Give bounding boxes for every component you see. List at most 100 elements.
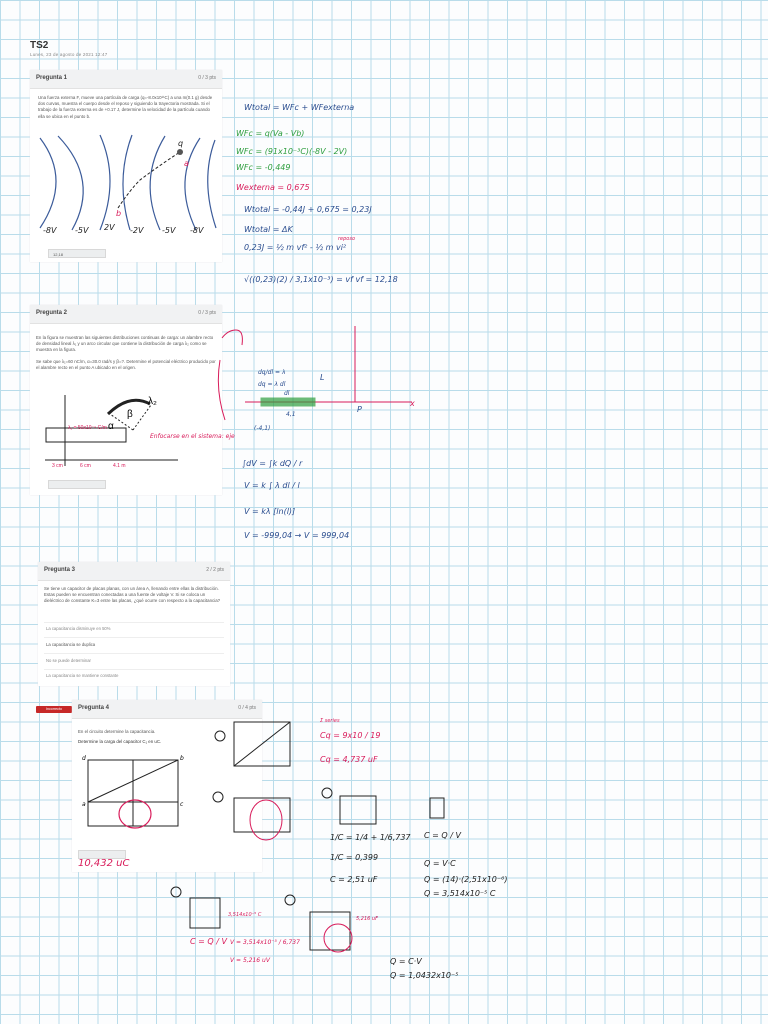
- point-b-label: b: [116, 209, 121, 218]
- work-line: Q = V·C: [424, 859, 456, 868]
- answer-box[interactable]: 12,18: [48, 249, 106, 258]
- annotation-note: Enfocarse en el sistema: eje: [150, 433, 235, 440]
- page-title: TS2: [30, 40, 49, 51]
- work-line: 5,216 uF: [356, 916, 378, 922]
- equipotential-label: -8V: [43, 226, 57, 235]
- charge-distribution-diagram: [45, 395, 178, 466]
- work-q4: Cq = 9x10 / 19 Cq = 4,737 uF Σ series 1/…: [190, 718, 507, 980]
- equipotential-label: -5V: [162, 226, 176, 235]
- question-text: Una fuerza externa F, mueve una partícul…: [38, 95, 213, 119]
- question-points: 2 / 2 pts: [206, 567, 224, 573]
- dimension-label: 6 cm: [80, 463, 91, 469]
- question-points: 0 / 3 pts: [198, 75, 216, 81]
- option-1[interactable]: La capacitancia disminuye en 50%: [46, 626, 111, 631]
- work-line: WFc = q(Va - Vb): [236, 129, 304, 138]
- question-title: Pregunta 3: [44, 567, 76, 573]
- work-line: (-4,1): [254, 425, 270, 432]
- equipotential-label: -8V: [190, 226, 204, 235]
- work-line: dl: [284, 390, 290, 397]
- option-2-selected[interactable]: La capacitancia se duplica: [46, 642, 96, 647]
- answer-box[interactable]: [78, 850, 126, 859]
- work-line: C = Q / V: [424, 831, 461, 840]
- work-line: 4,1: [286, 411, 296, 418]
- work-note: Σ series: [320, 718, 340, 724]
- question-text: En la figura se muestran las siguientes …: [36, 335, 214, 353]
- equipotential-diagram: [39, 134, 217, 231]
- work-line: Q = (14)·(2,51x10⁻⁶): [424, 875, 507, 884]
- dimension-label: 3 cm: [52, 463, 63, 469]
- work-line: 1/C = 0,399: [330, 853, 378, 862]
- work-line: Q = C·V: [390, 957, 422, 966]
- work-line: dq/dl = λ: [258, 369, 286, 376]
- work-line: 1/C = 1/4 + 1/6,737: [330, 833, 411, 842]
- work-line: Wtotal = -0,44J + 0,675 = 0,23J: [244, 205, 372, 214]
- equipotential-label: -5V: [75, 226, 89, 235]
- alpha-label: α: [108, 421, 114, 432]
- node-label: b: [180, 755, 184, 762]
- work-line: P: [357, 405, 362, 414]
- work-line: V = -999,04 → V = 999,04: [244, 531, 349, 540]
- option-4[interactable]: La capacitancia se mantiene constante: [46, 673, 119, 678]
- question-1-card: Pregunta 1 0 / 3 pts Una fuerza externa …: [30, 70, 222, 262]
- work-line: C = Q / V: [190, 937, 227, 946]
- question-header: Pregunta 2 0 / 3 pts: [30, 305, 222, 324]
- question-title: Pregunta 4: [78, 705, 110, 711]
- equipotential-label: 2V: [104, 223, 115, 232]
- question-header: Pregunta 3 2 / 2 pts: [38, 562, 230, 581]
- page-header: TS2 Lunes, 23 de agosto de 2021 12:47: [30, 40, 107, 57]
- work-line: C = 2,51 uF: [330, 875, 378, 884]
- question-points: 0 / 3 pts: [198, 310, 216, 316]
- question-header: Pregunta 4 0 / 4 pts: [72, 700, 262, 719]
- work-line: WFc = (91x10⁻³C)(-8V - 2V): [236, 147, 347, 156]
- dimension-label: 4.1 m: [113, 463, 126, 469]
- work-q2: dq/dl = λ dq = λ dl L dl P x 4,1 (-4,1) …: [242, 369, 415, 540]
- node-label: d: [82, 755, 86, 762]
- work-line: Wexterna = 0,675: [236, 183, 310, 192]
- incorrect-badge: Incorrecto: [36, 706, 72, 713]
- point-q-label: q: [178, 139, 183, 148]
- node-label: a: [82, 801, 86, 808]
- work-line: Cq = 9x10 / 19: [320, 731, 380, 740]
- work-line: V = kλ [ln(l)]: [244, 507, 295, 516]
- circuit-diagram: [87, 759, 179, 829]
- work-line: Q = 1,0432x10⁻⁵: [390, 971, 458, 980]
- point-a-label: a: [184, 159, 189, 168]
- equipotential-label: -2V: [130, 226, 144, 235]
- question-header: Pregunta 1 0 / 3 pts: [30, 70, 222, 89]
- question-3-card: Pregunta 3 2 / 2 pts Se tiene un capacit…: [38, 562, 230, 686]
- work-line: √((0,23)(2) / 3,1x10⁻³) = vf vf = 12,18: [244, 275, 398, 284]
- question-points: 0 / 4 pts: [238, 705, 256, 711]
- lambda1-label: λ₁ = 50x10⁻⁹ C/m: [68, 425, 107, 431]
- page-subtitle: Lunes, 23 de agosto de 2021 12:47: [30, 52, 108, 57]
- final-answer: 10,432 uC: [78, 858, 130, 869]
- work-q2-diagram: [245, 326, 412, 407]
- node-label: c: [180, 801, 184, 808]
- work-note: reposo: [338, 236, 355, 242]
- work-line: x: [409, 399, 415, 408]
- work-line: Q = 3,514x10⁻⁵ C: [424, 889, 496, 898]
- work-line: 0,23J = ½ m vf² - ½ m vi²: [244, 243, 347, 252]
- work-line: V = 5,216 uV: [230, 957, 271, 964]
- question-text: Se tiene un capacitor de placas planas, …: [44, 586, 221, 604]
- question-title: Pregunta 2: [36, 310, 68, 316]
- question-text: En el circuito determine la capacitancia…: [78, 729, 156, 734]
- question-2-card: Pregunta 2 0 / 3 pts En la figura se mue…: [30, 305, 222, 495]
- work-q1: Wtotal = WFc + WFexterna WFc = q(Va - Vb…: [236, 103, 398, 284]
- lambda2-label: λ₂: [148, 396, 157, 407]
- work-line: dq = λ dl: [258, 381, 286, 388]
- question-4-card: Pregunta 4 0 / 4 pts En el circuito dete…: [72, 700, 262, 872]
- answer-box[interactable]: [48, 480, 106, 489]
- work-line: L: [320, 373, 324, 382]
- option-3[interactable]: No se puede determinar: [46, 658, 91, 663]
- work-q4-circuits: [170, 721, 445, 953]
- question-title: Pregunta 1: [36, 75, 68, 81]
- work-line: ∫dV = ∫k dQ / r: [242, 459, 303, 468]
- work-line: WFc = -0,449: [236, 163, 291, 172]
- beta-label: β: [127, 409, 133, 420]
- work-line: Wtotal = WFc + WFexterna: [244, 103, 354, 112]
- question-text-2: Determine la carga del capacitor C₁ en u…: [78, 739, 162, 744]
- work-line: 3,514x10⁻⁵ C: [228, 912, 262, 918]
- work-line: V = 3,514x10⁻⁵ / 6,737: [230, 939, 300, 946]
- question-text-2: Se sabe que λ₁=60 nC/m, α=30.0 rad/s y β…: [36, 359, 216, 371]
